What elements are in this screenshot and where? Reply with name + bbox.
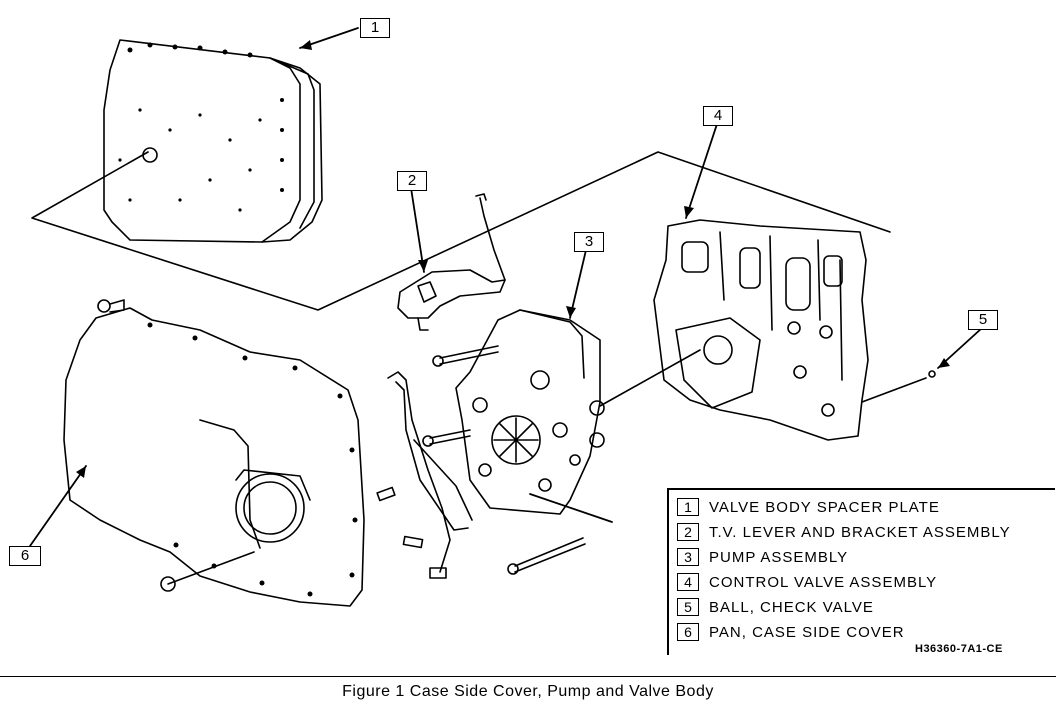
legend-number: 5 — [677, 598, 699, 616]
legend-label: T.V. LEVER AND BRACKET ASSEMBLY — [709, 523, 1011, 541]
legend-label: VALVE BODY SPACER PLATE — [709, 498, 940, 516]
legend-number: 6 — [677, 623, 699, 641]
legend-number: 2 — [677, 523, 699, 541]
pan-case-side-cover — [63, 299, 365, 607]
legend-number: 1 — [677, 498, 699, 516]
valve-body-spacer-plate — [103, 39, 323, 243]
legend-row-3: 3 PUMP ASSEMBLY — [677, 546, 848, 568]
figure-caption: Figure 1 Case Side Cover, Pump and Valve… — [342, 683, 714, 700]
legend-label: BALL, CHECK VALVE — [709, 598, 874, 616]
callout-4: 4 — [703, 106, 733, 126]
legend-label: CONTROL VALVE ASSEMBLY — [709, 573, 938, 591]
callout-1: 1 — [360, 18, 390, 38]
legend-label: PUMP ASSEMBLY — [709, 548, 849, 566]
parts-legend: 1 VALVE BODY SPACER PLATE 2 T.V. LEVER A… — [667, 488, 1055, 655]
legend-number: 3 — [677, 548, 699, 566]
pump-bolts — [422, 345, 586, 575]
pan-flange-holes — [147, 322, 358, 597]
assembly-plane-outline — [31, 151, 891, 311]
leader-lines — [29, 27, 983, 547]
control-valve-assembly — [599, 219, 869, 441]
legend-row-1: 1 VALVE BODY SPACER PLATE — [677, 496, 940, 518]
check-valve-ball — [861, 370, 936, 403]
legend-row-5: 5 BALL, CHECK VALVE — [677, 596, 874, 618]
legend-row-6: 6 PAN, CASE SIDE COVER — [677, 621, 905, 643]
callout-3: 3 — [574, 232, 604, 252]
callout-5: 5 — [968, 310, 998, 330]
wiring-harness — [376, 371, 473, 579]
pump-assembly — [455, 309, 605, 515]
exploded-view-illustration — [29, 27, 983, 607]
legend-label: PAN, CASE SIDE COVER — [709, 623, 905, 641]
tv-lever-bracket-assembly — [397, 193, 506, 331]
legend-row-4: 4 CONTROL VALVE ASSEMBLY — [677, 571, 937, 593]
callout-2: 2 — [397, 171, 427, 191]
leader-arrowheads — [76, 40, 950, 478]
callout-6: 6 — [9, 546, 41, 566]
legend-number: 4 — [677, 573, 699, 591]
legend-row-2: 2 T.V. LEVER AND BRACKET ASSEMBLY — [677, 521, 1011, 543]
caption-divider — [0, 676, 1056, 677]
spacer-plate-holes — [118, 42, 284, 212]
reference-code: H36360-7A1-CE — [915, 643, 1003, 655]
